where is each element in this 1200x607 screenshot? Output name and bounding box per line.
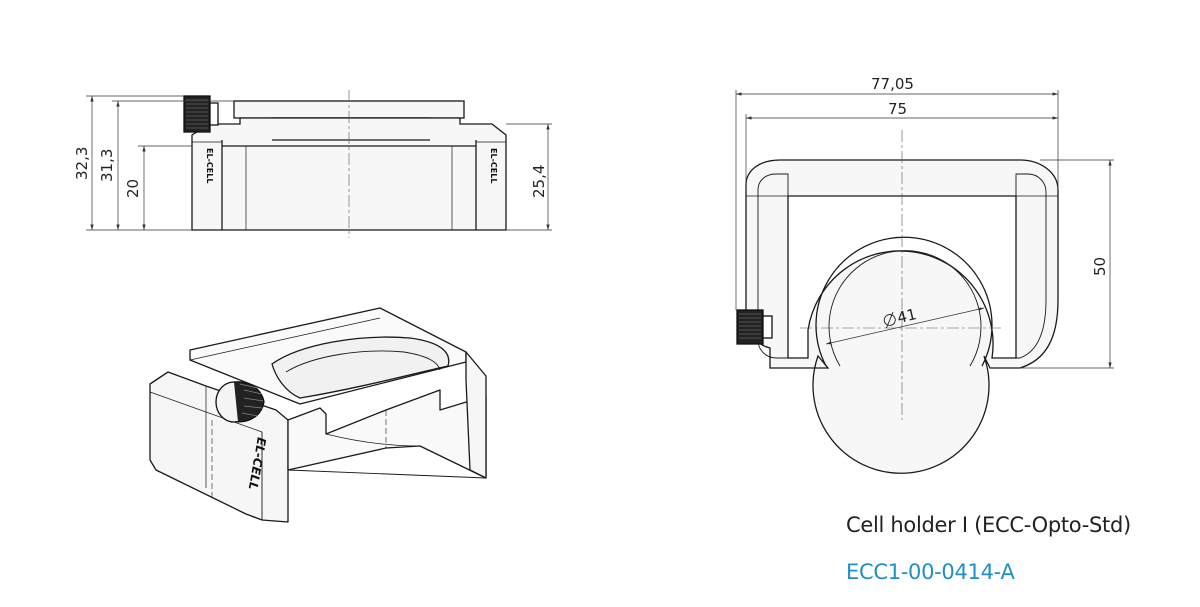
dim-label-20: 20 — [124, 179, 142, 198]
dim-diameter-group: 41 — [883, 305, 919, 329]
dim-line-diameter — [825, 307, 985, 345]
front-knob — [183, 95, 211, 133]
dim-label-77-05: 77,05 — [871, 75, 914, 93]
top-view — [736, 130, 1059, 474]
iso-right-pillar — [465, 351, 487, 479]
front-logo-left: EL-CELL — [205, 148, 214, 183]
dim-label-50: 50 — [1091, 257, 1109, 276]
iso-inner-channel — [287, 389, 487, 479]
front-dimensions — [86, 95, 552, 231]
dim-label-diameter: 41 — [896, 305, 919, 327]
isometric-view — [149, 307, 487, 523]
dim-label-75: 75 — [888, 100, 907, 118]
dim-label-25-4: 25,4 — [530, 165, 548, 198]
top-dimensions — [735, 90, 1114, 369]
part-number: ECC1-00-0414-A — [846, 560, 1015, 584]
front-logo-right: EL-CELL — [489, 148, 498, 183]
dim-label-32-3: 32,3 — [73, 147, 91, 180]
dim-label-31-3: 31,3 — [98, 149, 116, 182]
top-bore — [815, 236, 993, 367]
front-view — [183, 90, 507, 238]
diameter-symbol-icon — [883, 314, 896, 326]
top-knob — [736, 309, 764, 345]
drawing-title: Cell holder I (ECC-Opto-Std) — [846, 513, 1131, 537]
